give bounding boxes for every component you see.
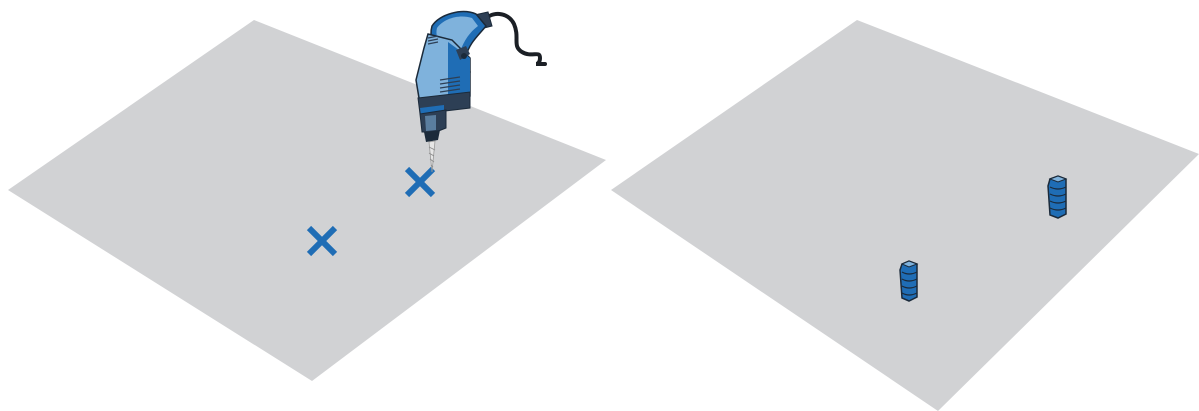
wall-anchor-icon (899, 260, 919, 302)
wall-anchor-icon (1047, 175, 1068, 219)
panel-after-inserting-anchors (611, 20, 1199, 411)
electric-drill-icon (415, 10, 547, 173)
drill-cord (480, 12, 547, 66)
panel-before-drilling (8, 10, 606, 381)
drill-bit (428, 140, 436, 173)
surface-panel-right (611, 20, 1199, 411)
cross-mark (404, 166, 436, 198)
surface-panel-left (8, 20, 606, 381)
cross-mark (306, 225, 338, 257)
